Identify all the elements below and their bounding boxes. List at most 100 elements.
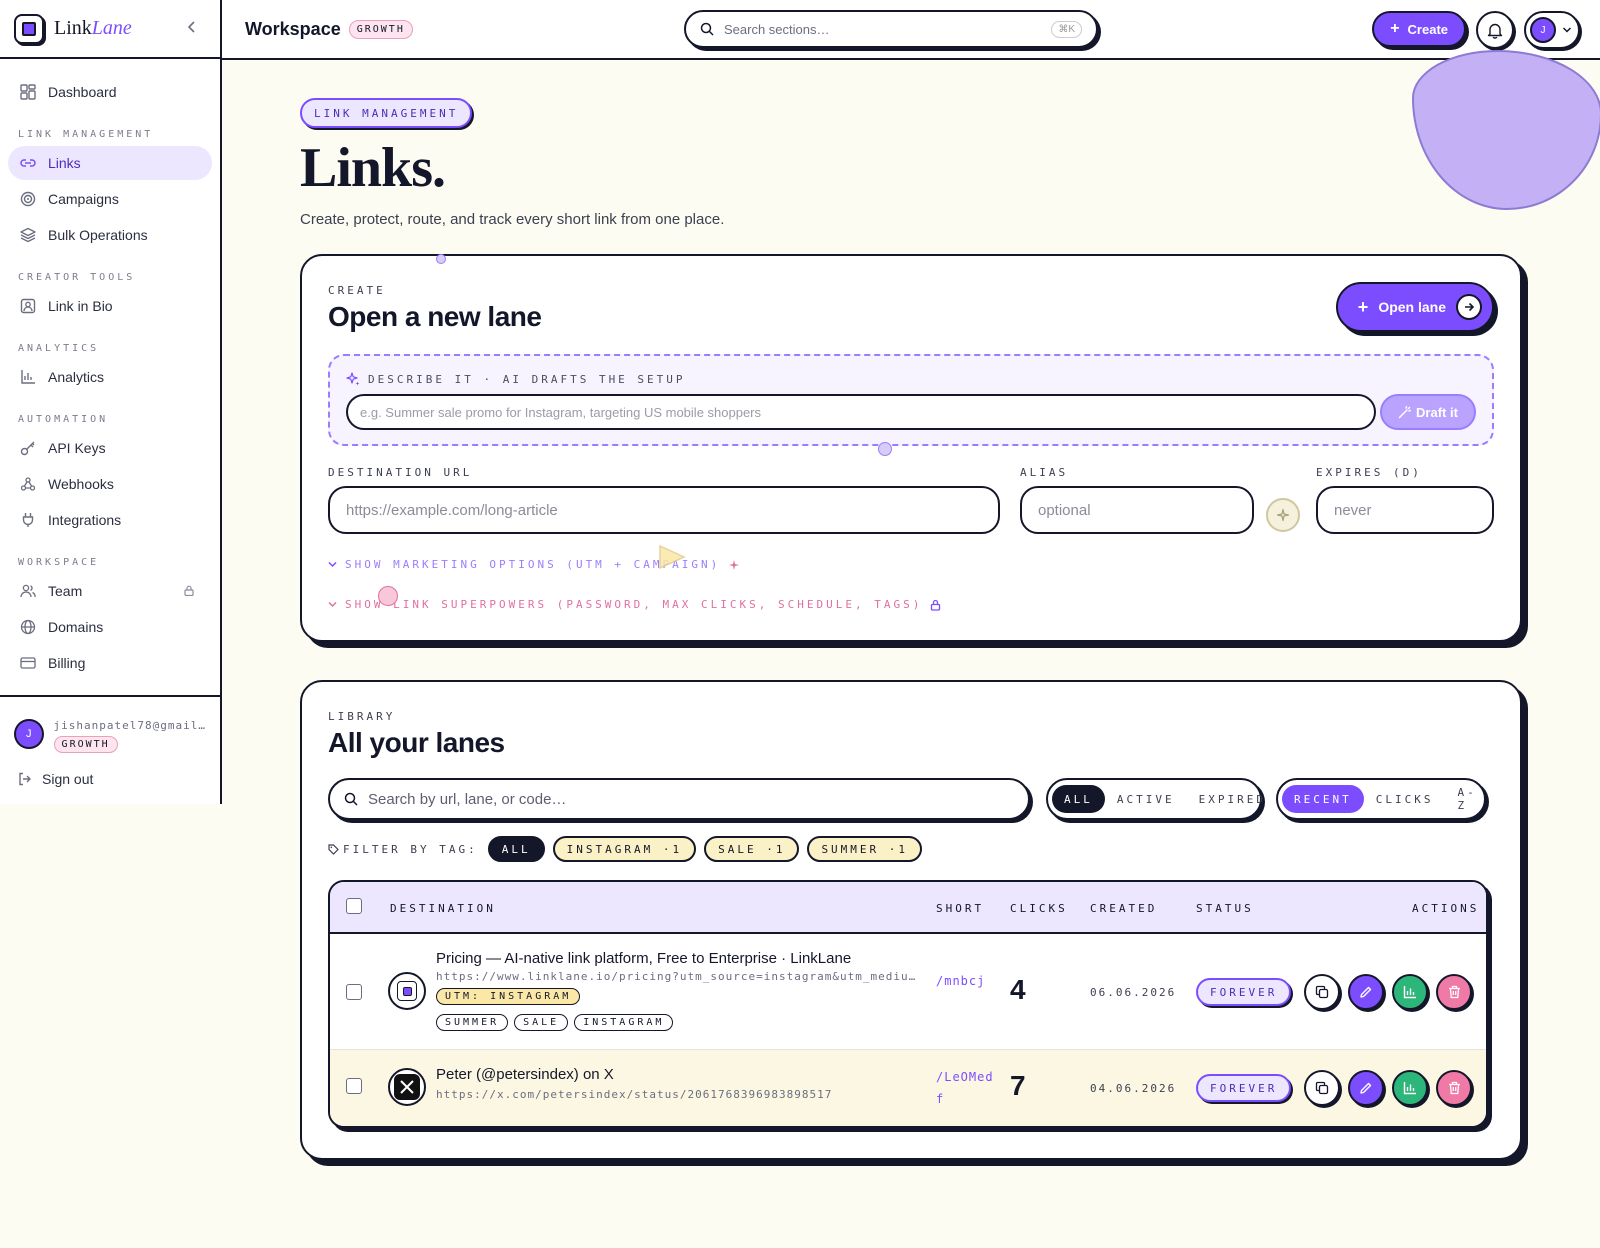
edit-button[interactable] bbox=[1348, 1070, 1384, 1106]
key-icon bbox=[20, 441, 35, 456]
cursor-pointer-icon bbox=[659, 544, 686, 570]
bar-chart-icon bbox=[1403, 1082, 1416, 1095]
plan-badge: GROWTH bbox=[348, 19, 413, 39]
create-kicker: CREATE bbox=[328, 284, 386, 297]
table-row[interactable]: Peter (@petersindex) on X https://x.com/… bbox=[330, 1050, 1486, 1126]
column-status[interactable]: STATUS bbox=[1196, 902, 1254, 915]
sidebar-item-dashboard[interactable]: Dashboard bbox=[8, 75, 212, 109]
destination-title[interactable]: Peter (@petersindex) on X bbox=[436, 1066, 614, 1083]
tag-chip-all[interactable]: ALL bbox=[487, 836, 545, 862]
row-checkbox[interactable] bbox=[346, 1078, 362, 1094]
column-actions: ACTIONS bbox=[1412, 902, 1480, 915]
destination-label: DESTINATION URL bbox=[328, 466, 473, 479]
sidebar-item-label: Links bbox=[48, 155, 81, 171]
filter-all[interactable]: ALL bbox=[1052, 785, 1105, 813]
sidebar-item-campaigns[interactable]: Campaigns bbox=[8, 182, 212, 216]
user-account[interactable]: J jishanpatel78@gmail… GROWTH bbox=[14, 719, 206, 753]
sort-clicks[interactable]: CLICKS bbox=[1375, 792, 1434, 806]
section-search-input[interactable]: Search sections… ⌘K bbox=[684, 10, 1098, 48]
tag-chip-summer[interactable]: SUMMER ·1 bbox=[807, 836, 923, 862]
ai-placeholder: e.g. Summer sale promo for Instagram, ta… bbox=[360, 404, 762, 420]
sidebar-item-links[interactable]: Links bbox=[8, 146, 212, 180]
superpowers-toggle[interactable]: SHOW LINK SUPERPOWERS (PASSWORD, MAX CLI… bbox=[328, 598, 941, 611]
tag-chip-instagram[interactable]: INSTAGRAM ·1 bbox=[552, 836, 697, 862]
expires-input[interactable]: never bbox=[1316, 486, 1494, 534]
sort-a-z[interactable]: A-Z bbox=[1457, 786, 1477, 812]
pencil-icon bbox=[1360, 1082, 1372, 1094]
users-icon bbox=[20, 584, 36, 598]
brand-name-a: Link bbox=[54, 17, 92, 39]
create-button[interactable]: + Create bbox=[1372, 11, 1466, 47]
delete-button[interactable] bbox=[1436, 974, 1472, 1010]
row-checkbox[interactable] bbox=[346, 984, 362, 1000]
sidebar-item-webhooks[interactable]: Webhooks bbox=[8, 467, 212, 501]
tag-chip-sale[interactable]: SALE ·1 bbox=[704, 836, 800, 862]
library-search-input[interactable]: Search by url, lane, or code… bbox=[328, 778, 1030, 820]
column-clicks[interactable]: CLICKS bbox=[1010, 902, 1068, 915]
sidebar-item-label: Domains bbox=[48, 619, 104, 635]
ai-description-input[interactable]: e.g. Summer sale promo for Instagram, ta… bbox=[346, 394, 1376, 430]
chevron-down-icon bbox=[328, 601, 337, 608]
analytics-button[interactable] bbox=[1392, 974, 1428, 1010]
open-lane-button[interactable]: + Open lane bbox=[1335, 282, 1494, 332]
short-code[interactable]: /LeOMedf bbox=[936, 1070, 994, 1106]
generate-alias-button[interactable] bbox=[1266, 498, 1300, 532]
sign-out-label: Sign out bbox=[42, 771, 94, 787]
copy-icon bbox=[1315, 985, 1329, 999]
site-favicon bbox=[388, 972, 426, 1010]
sign-out-button[interactable]: Sign out bbox=[14, 771, 206, 787]
arrow-right-icon bbox=[1456, 294, 1482, 320]
column-short[interactable]: SHORT bbox=[936, 902, 985, 915]
avatar: J bbox=[14, 719, 44, 749]
shortcut-hint: ⌘K bbox=[1051, 20, 1082, 38]
collapse-sidebar-icon[interactable] bbox=[186, 20, 198, 34]
create-title: Open a new lane bbox=[328, 301, 542, 332]
column-destination[interactable]: DESTINATION bbox=[390, 902, 496, 915]
sidebar-item-integrations[interactable]: Integrations bbox=[8, 503, 212, 537]
sidebar-item-label: Analytics bbox=[48, 369, 105, 385]
notifications-button[interactable] bbox=[1476, 11, 1514, 49]
filter-expired[interactable]: EXPIRED bbox=[1198, 792, 1266, 806]
sidebar-item-api-keys[interactable]: API Keys bbox=[8, 431, 212, 465]
sidebar-item-team[interactable]: Team bbox=[8, 574, 212, 608]
sidebar-item-link-in-bio[interactable]: Link in Bio bbox=[8, 289, 212, 323]
sidebar-item-bulk-operations[interactable]: Bulk Operations bbox=[8, 218, 212, 252]
marketing-options-toggle[interactable]: SHOW MARKETING OPTIONS (UTM + CAMPAIGN) bbox=[328, 558, 740, 571]
sidebar-item-billing[interactable]: Billing bbox=[8, 646, 212, 680]
row-tag: SALE bbox=[514, 1014, 569, 1031]
short-code[interactable]: /mnbcj bbox=[936, 974, 986, 988]
status-badge: FOREVER bbox=[1196, 1074, 1292, 1102]
destination-url-input[interactable]: https://example.com/long-article bbox=[328, 486, 1000, 534]
draft-it-button[interactable]: Draft it bbox=[1380, 394, 1476, 430]
library-kicker: LIBRARY bbox=[328, 710, 396, 723]
plus-icon: + bbox=[1357, 296, 1369, 317]
account-menu-button[interactable]: J bbox=[1524, 11, 1580, 49]
filter-active[interactable]: ACTIVE bbox=[1116, 792, 1175, 806]
logo-icon[interactable] bbox=[14, 13, 44, 44]
edit-button[interactable] bbox=[1348, 974, 1384, 1010]
sidebar-item-domains[interactable]: Domains bbox=[8, 610, 212, 644]
alias-input[interactable]: optional bbox=[1020, 486, 1254, 534]
sort-recent[interactable]: RECENT bbox=[1282, 785, 1364, 813]
chevron-down-icon bbox=[328, 561, 337, 568]
decorative-blob bbox=[1412, 50, 1600, 210]
x-logo-icon bbox=[388, 1068, 426, 1106]
sidebar-item-label: Bulk Operations bbox=[48, 227, 148, 243]
delete-button[interactable] bbox=[1436, 1070, 1472, 1106]
alias-label: ALIAS bbox=[1020, 466, 1069, 479]
link-icon bbox=[20, 159, 36, 167]
select-all-checkbox[interactable] bbox=[346, 898, 362, 914]
trash-icon bbox=[1448, 1081, 1460, 1095]
sidebar-item-analytics[interactable]: Analytics bbox=[8, 360, 212, 394]
copy-button[interactable] bbox=[1304, 974, 1340, 1010]
column-created[interactable]: CREATED bbox=[1090, 902, 1158, 915]
section-link-management: LINK MANAGEMENT bbox=[18, 129, 154, 140]
decorative-dot bbox=[378, 586, 398, 606]
destination-title[interactable]: Pricing — AI-native link platform, Free … bbox=[436, 950, 852, 967]
logout-icon bbox=[19, 772, 31, 786]
table-row[interactable]: Pricing — AI-native link platform, Free … bbox=[330, 934, 1486, 1050]
avatar: J bbox=[1530, 17, 1556, 43]
analytics-button[interactable] bbox=[1392, 1070, 1428, 1106]
copy-button[interactable] bbox=[1304, 1070, 1340, 1106]
